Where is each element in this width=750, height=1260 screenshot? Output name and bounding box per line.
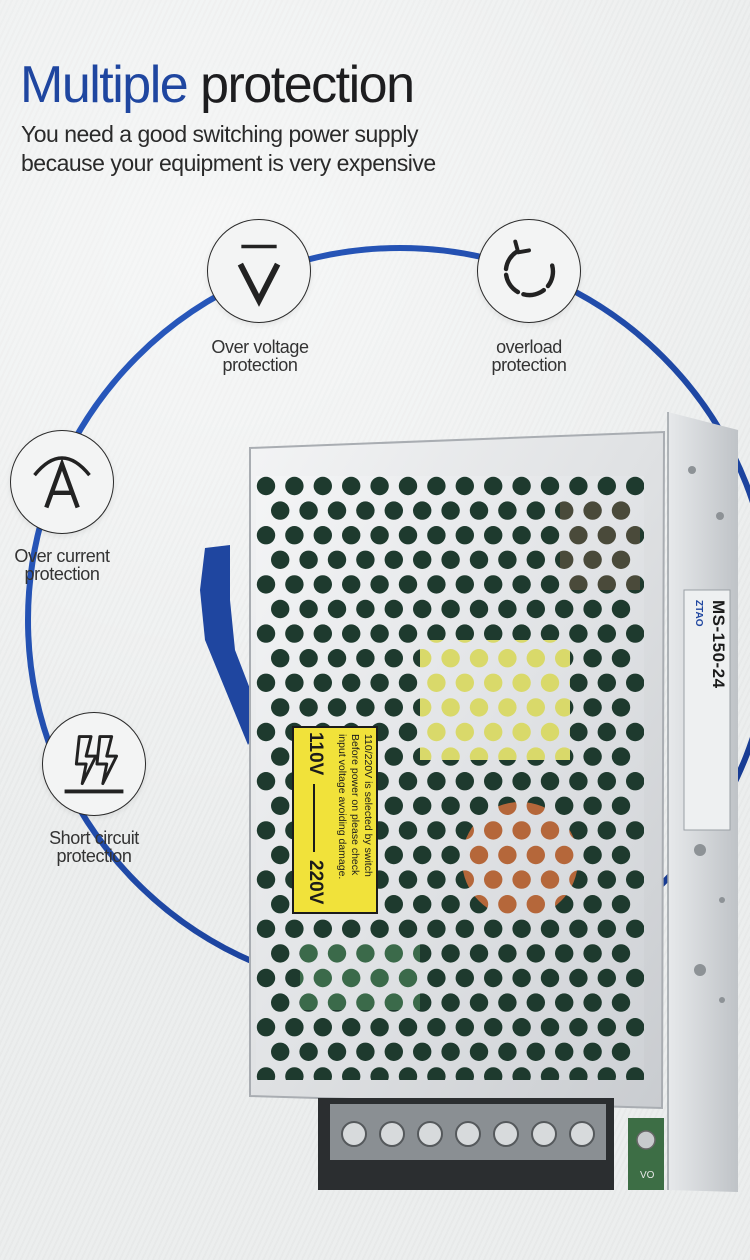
side-label bbox=[683, 589, 731, 831]
short-circuit-icon bbox=[64, 735, 124, 794]
ring-wedge bbox=[200, 545, 262, 745]
sticker-warning-line-1: 110/220V is selected by switch bbox=[362, 734, 374, 877]
overload-badge bbox=[477, 219, 581, 323]
model-number: MS-150-24 bbox=[709, 600, 728, 689]
over-voltage-badge bbox=[207, 219, 311, 323]
side-label-text: MS-150-24 ZTAO bbox=[684, 590, 730, 830]
terminal-screws bbox=[341, 1121, 595, 1147]
page-title: Multiple protection bbox=[20, 52, 415, 118]
brand-name: ZTAO bbox=[693, 600, 704, 627]
over-voltage-icon bbox=[237, 244, 281, 307]
sticker-110v: 110V bbox=[305, 732, 326, 776]
sticker-warning-line-2: Before power on please check bbox=[349, 734, 361, 876]
subtitle-line-1: You need a good switching power supply bbox=[21, 121, 419, 147]
title-word-protection: protection bbox=[200, 56, 415, 114]
voltage-selector-sticker: 110/220V is selected by switch Before po… bbox=[292, 726, 378, 914]
over-current-badge bbox=[10, 430, 114, 534]
title-word-multiple: Multiple bbox=[20, 56, 189, 114]
side-screws bbox=[688, 466, 725, 1003]
terminal-vo-label: VO bbox=[640, 1170, 655, 1181]
voltage-adjust-pot bbox=[636, 1130, 656, 1150]
subtitle-line-2: because your equipment is very expensive bbox=[21, 150, 436, 176]
adjust-pot-board bbox=[628, 1118, 664, 1190]
short-circuit-badge bbox=[42, 712, 146, 816]
overload-icon bbox=[503, 239, 556, 298]
over-current-icon bbox=[33, 456, 91, 509]
sticker-220v: 220V bbox=[305, 860, 326, 905]
sticker-arrow bbox=[313, 784, 315, 852]
sticker-warning-line-3: input voltage avoiding damage. bbox=[336, 734, 348, 880]
